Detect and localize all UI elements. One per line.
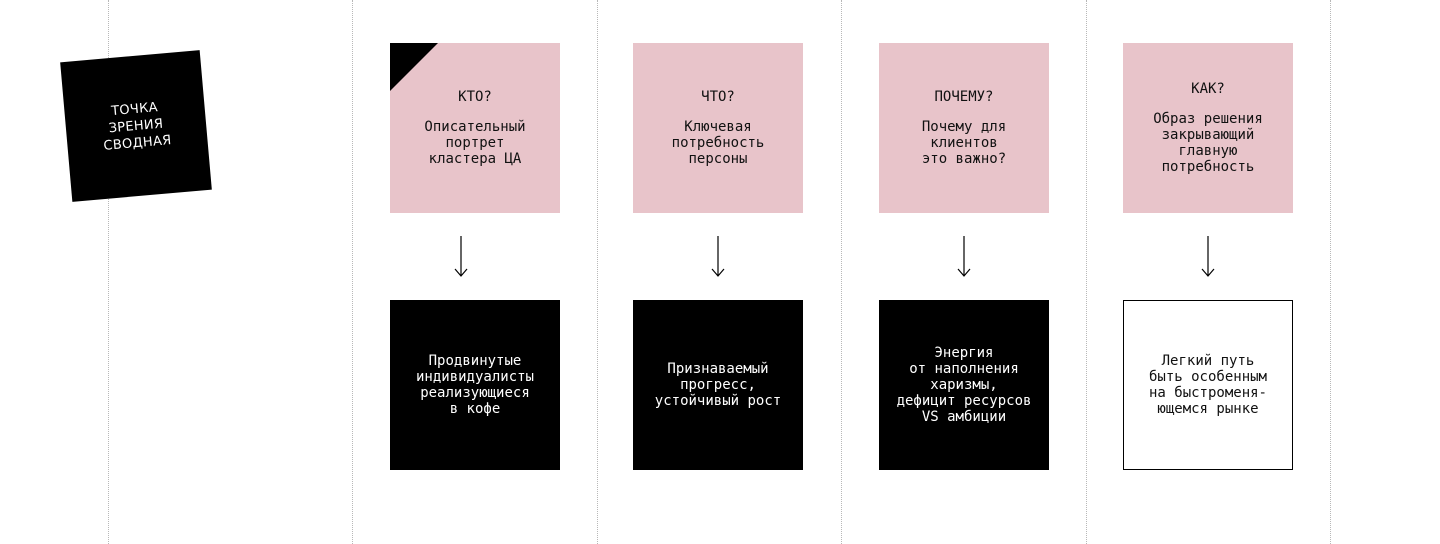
- question-card-how[interactable]: КАК? Образ решения закрывающий главную п…: [1123, 43, 1293, 213]
- guide-line-1: [108, 0, 109, 544]
- title-sticker-text: ТОЧКА ЗРЕНИЯ СВОДНАЯ: [102, 99, 173, 154]
- guide-line-4: [841, 0, 842, 544]
- question-card-heading: ПОЧЕМУ?: [934, 89, 994, 105]
- arrow-down-icon: [454, 236, 468, 277]
- question-card-what[interactable]: ЧТО? Ключевая потребность персоны: [633, 43, 803, 213]
- question-card-heading: КТО?: [458, 89, 492, 105]
- question-card-detail: Образ решения закрывающий главную потреб…: [1153, 111, 1263, 175]
- question-card-detail: Ключевая потребность персоны: [671, 119, 765, 167]
- guide-line-5: [1086, 0, 1087, 544]
- answer-card-text: Продвинутые индивидуалисты реализующиеся…: [415, 353, 534, 417]
- answer-card-text: Признаваемый прогресс, устойчивый рост: [654, 361, 782, 409]
- answer-card-what[interactable]: Признаваемый прогресс, устойчивый рост: [633, 300, 803, 470]
- question-card-why[interactable]: ПОЧЕМУ? Почему для клиентов это важно?: [879, 43, 1049, 213]
- guide-line-6: [1330, 0, 1331, 544]
- question-card-detail: Описательный портрет кластера ЦА: [424, 119, 526, 167]
- arrow-down-icon: [957, 236, 971, 277]
- question-card-heading: КАК?: [1191, 81, 1225, 97]
- title-sticker[interactable]: ТОЧКА ЗРЕНИЯ СВОДНАЯ: [60, 50, 212, 202]
- guide-line-2: [352, 0, 353, 544]
- question-card-who[interactable]: КТО? Описательный портрет кластера ЦА: [390, 43, 560, 213]
- folded-corner-icon: [390, 43, 438, 91]
- question-card-heading: ЧТО?: [701, 89, 735, 105]
- arrow-down-icon: [711, 236, 725, 277]
- answer-card-text: Энергия от наполнения харизмы, дефицит р…: [896, 345, 1032, 425]
- arrow-down-icon: [1201, 236, 1215, 277]
- answer-card-who[interactable]: Продвинутые индивидуалисты реализующиеся…: [390, 300, 560, 470]
- answer-card-text: Легкий путь быть особенным на быстроменя…: [1148, 353, 1267, 417]
- answer-card-how[interactable]: Легкий путь быть особенным на быстроменя…: [1123, 300, 1293, 470]
- guide-line-3: [597, 0, 598, 544]
- answer-card-why[interactable]: Энергия от наполнения харизмы, дефицит р…: [879, 300, 1049, 470]
- question-card-detail: Почему для клиентов это важно?: [921, 119, 1007, 167]
